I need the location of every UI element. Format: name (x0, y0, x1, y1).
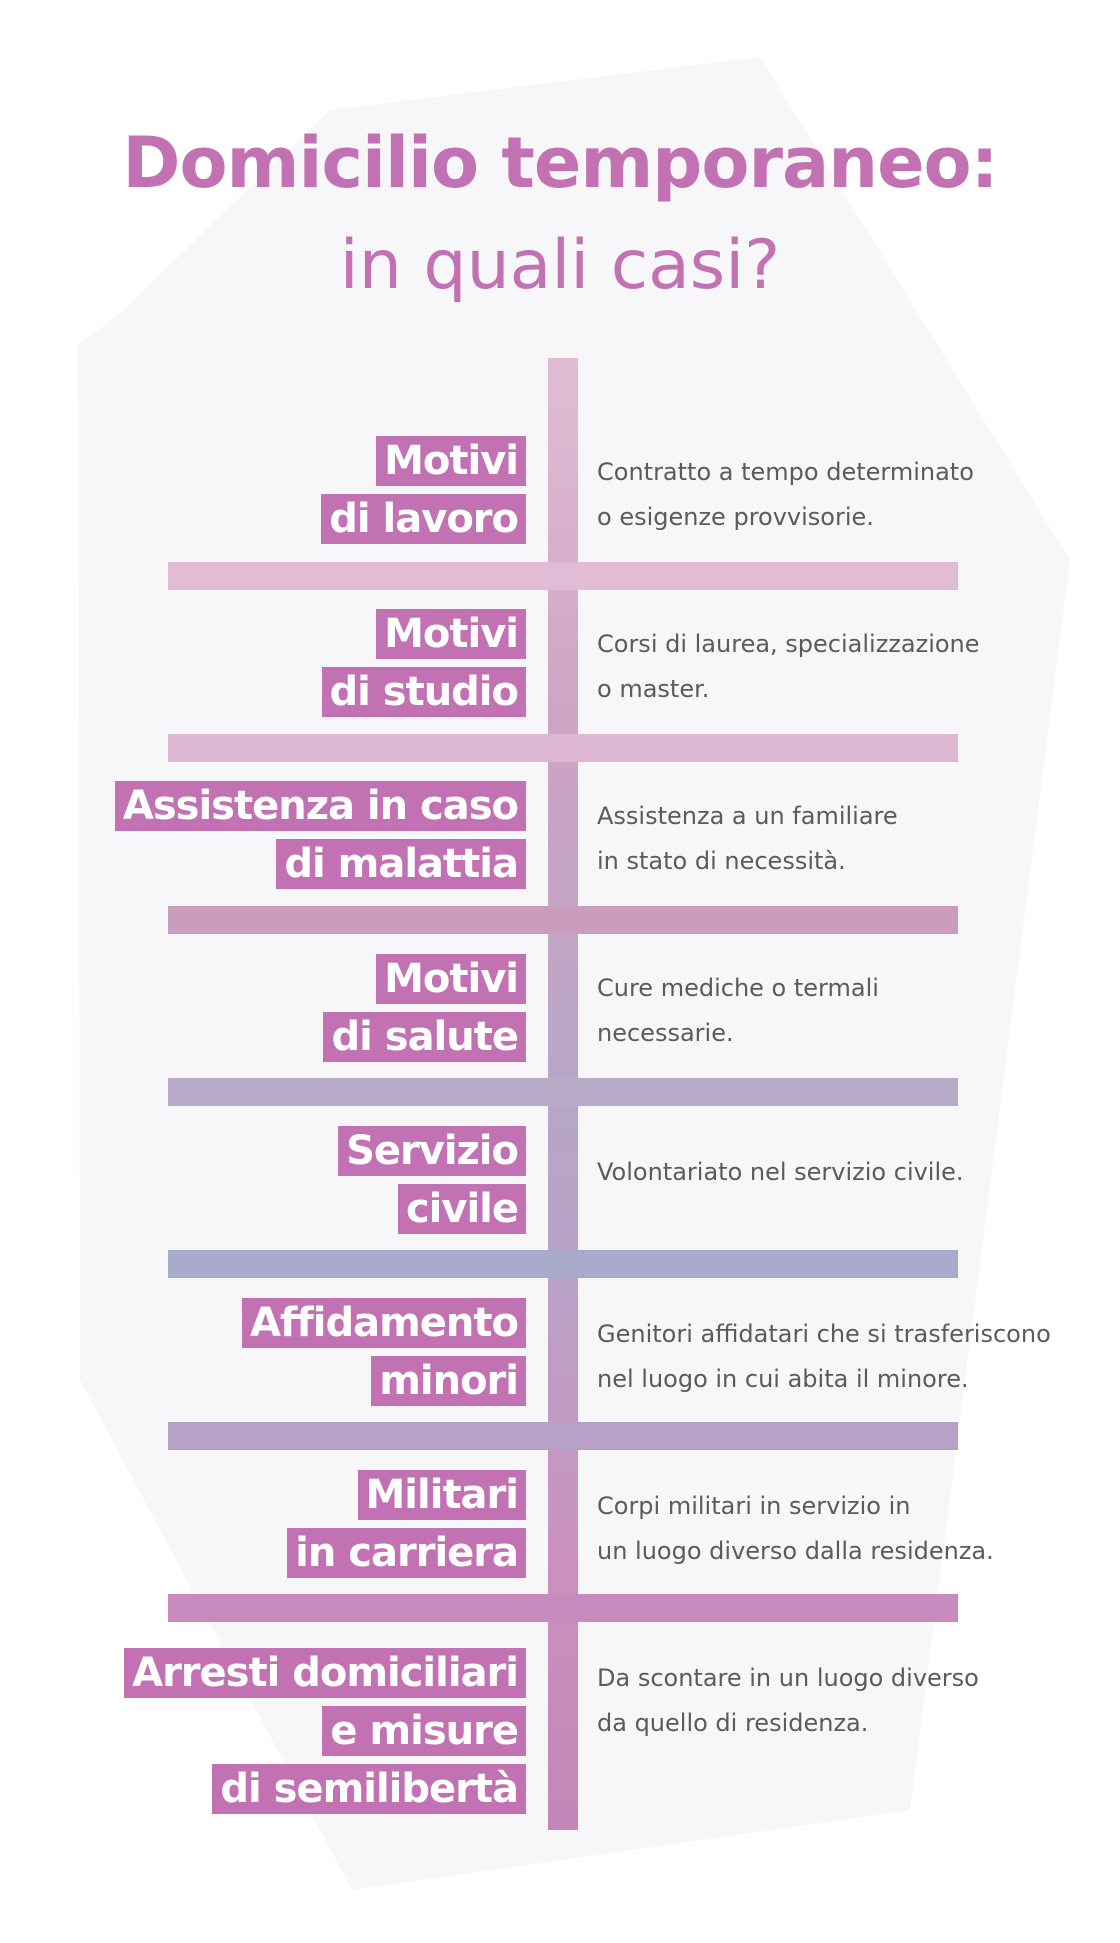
case-description: Contratto a tempo determinato o esigenze … (597, 450, 974, 540)
diagram-rung (168, 562, 958, 590)
case-label-line: di studio (321, 667, 526, 717)
case-label-line: in carriera (287, 1528, 526, 1578)
case-label-line: di semilibertà (212, 1764, 526, 1814)
case-description: Corpi militari in servizio in un luogo di… (597, 1484, 994, 1574)
case-label: Arresti domiciliari e misure di semilibert… (124, 1648, 526, 1814)
case-description-line: in stato di necessità. (597, 847, 846, 875)
case-description-line: Cure mediche o termali (597, 974, 879, 1002)
diagram-rung (168, 1078, 958, 1106)
case-description-line: Volontariato nel servizio civile. (597, 1158, 964, 1186)
case-description: Cure mediche o termali necessarie. (597, 966, 879, 1056)
case-label: Servizio civile (338, 1126, 526, 1234)
case-description-line: da quello di residenza. (597, 1709, 869, 1737)
case-label-line: minori (371, 1356, 526, 1406)
case-label-line: Motivi (376, 436, 526, 486)
page-subtitle: in quali casi? (339, 226, 781, 305)
case-label-line: di salute (323, 1012, 526, 1062)
case-description-line: un luogo diverso dalla residenza. (597, 1537, 994, 1565)
case-label: Affidamento minori (242, 1298, 526, 1406)
case-label-line: Militari (357, 1470, 526, 1520)
case-label-line: civile (397, 1184, 526, 1234)
case-label-line: Assistenza in caso (114, 781, 526, 831)
case-label: Motivi di studio (321, 609, 526, 717)
case-description: Corsi di laurea, specializzazione o maste… (597, 622, 980, 712)
case-label-line: di malattia (276, 839, 526, 889)
case-label-line: Motivi (376, 954, 526, 1004)
case-label-line: di lavoro (321, 494, 526, 544)
case-label: Motivi di salute (323, 954, 526, 1062)
case-label-line: e misure (322, 1706, 526, 1756)
page-title: Domicilio temporaneo: (122, 122, 998, 204)
case-description-line: nel luogo in cui abita il minore. (597, 1365, 969, 1393)
case-description-line: Corpi militari in servizio in (597, 1492, 911, 1520)
case-description: Volontariato nel servizio civile. (597, 1150, 964, 1195)
case-label: Assistenza in caso di malattia (114, 781, 526, 889)
case-description-line: Da scontare in un luogo diverso (597, 1664, 979, 1692)
case-label: Militari in carriera (287, 1470, 526, 1578)
case-label-line: Affidamento (242, 1298, 526, 1348)
case-label-line: Servizio (338, 1126, 526, 1176)
diagram-rung (168, 906, 958, 934)
case-description: Genitori affidatari che si trasferiscono… (597, 1312, 1051, 1402)
case-description-line: o master. (597, 675, 710, 703)
case-description-line: o esigenze provvisorie. (597, 503, 874, 531)
case-description-line: Genitori affidatari che si trasferiscono (597, 1320, 1051, 1348)
case-label-line: Arresti domiciliari (124, 1648, 526, 1698)
diagram-rung (168, 1422, 958, 1450)
case-description: Assistenza a un familiare in stato di nec… (597, 794, 898, 884)
case-description-line: necessarie. (597, 1019, 734, 1047)
case-label-line: Motivi (376, 609, 526, 659)
case-label: Motivi di lavoro (321, 436, 526, 544)
case-description-line: Corsi di laurea, specializzazione (597, 630, 980, 658)
case-description-line: Assistenza a un familiare (597, 802, 898, 830)
case-description-line: Contratto a tempo determinato (597, 458, 974, 486)
diagram-rung (168, 1250, 958, 1278)
diagram-rung (168, 1594, 958, 1622)
diagram-rung (168, 734, 958, 762)
case-description: Da scontare in un luogo diverso da quello… (597, 1656, 979, 1746)
